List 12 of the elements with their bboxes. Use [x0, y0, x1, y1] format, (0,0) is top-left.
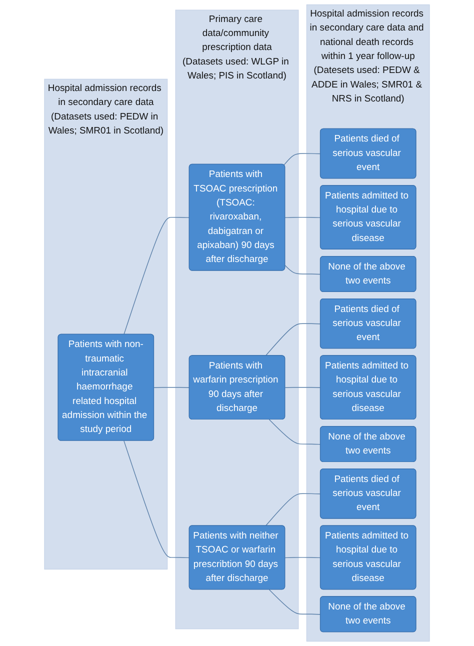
connector [284, 153, 321, 166]
connector [154, 387, 190, 388]
connector [284, 265, 321, 275]
connector [284, 387, 321, 388]
connector [124, 440, 190, 558]
connector [124, 216, 190, 335]
connector [284, 216, 321, 218]
connector [268, 589, 321, 615]
connector [265, 323, 321, 356]
connector [268, 419, 321, 445]
connector [284, 557, 321, 558]
connector [265, 493, 321, 526]
